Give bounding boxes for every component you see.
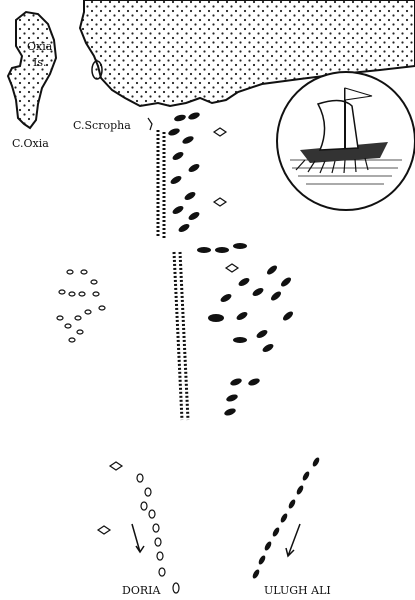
fleet-column-upper <box>156 130 166 238</box>
island-label-oxia: Oxia <box>27 40 53 53</box>
ulugh-ali-label: ULUGH ALI <box>264 584 331 597</box>
coast-islet <box>91 60 103 80</box>
cape-oxia-label: C.Oxia <box>12 137 49 150</box>
pennant-icon <box>344 87 373 101</box>
fleet-column-lower <box>172 251 190 421</box>
small-galley-icons <box>96 127 240 535</box>
cape-scropha-label: C.Scropha <box>73 119 131 132</box>
galley-vignette <box>276 71 415 211</box>
galley-sail-icon <box>316 99 359 151</box>
oxia-island <box>6 10 58 130</box>
doria-label: DORIA <box>122 584 161 597</box>
fleet-ships-black <box>168 112 293 416</box>
cape-scropha-pointer <box>147 117 153 131</box>
oars-icon <box>295 157 369 174</box>
fleet-ships-ulugh-ali <box>252 457 320 579</box>
direction-arrow-ulugh-ali <box>285 523 301 558</box>
direction-arrow-doria <box>131 523 145 554</box>
island-label-is: Is. <box>33 56 47 69</box>
fleet-ships-doria <box>136 473 180 594</box>
fleet-ships-outline-left <box>56 269 106 343</box>
galley-hull-icon <box>300 142 388 163</box>
